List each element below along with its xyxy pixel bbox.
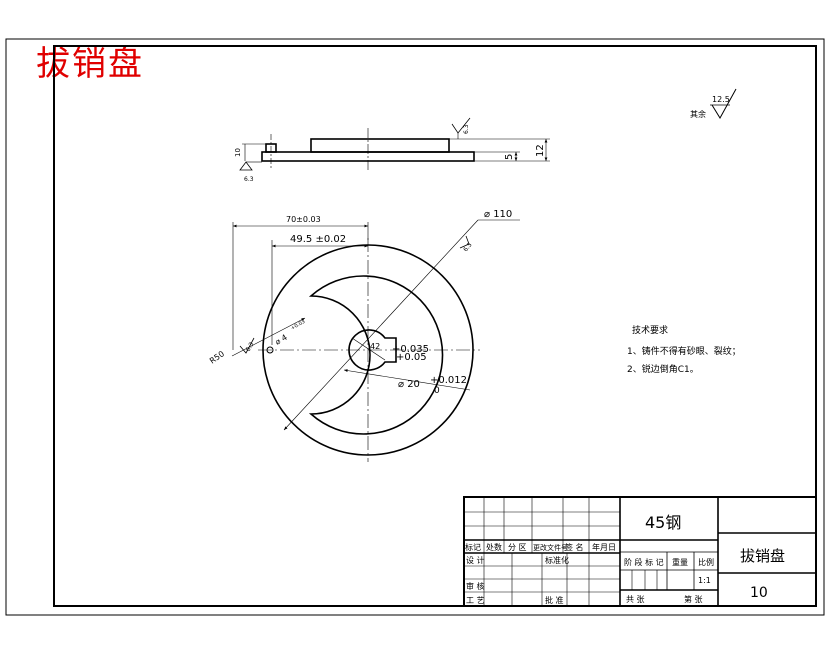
main-view: 70±0.03 49.5 ±0.02 ⌀ 110 R50 ⌀ 4 +0.03 6… (208, 209, 520, 462)
header-std: 标准化 (545, 555, 569, 565)
boss-outline (308, 275, 444, 435)
outer-frame (5, 38, 825, 616)
centre-hole (348, 329, 397, 371)
drawing-number: 10 (750, 585, 768, 601)
rest-finish-value: 12.5 (712, 95, 730, 104)
header-design: 设 计 (466, 555, 485, 565)
dim-49-5: 49.5 ±0.02 (290, 234, 346, 245)
dim-slot-tol: +0.03 (290, 319, 306, 332)
rest-finish-label: 其余 (690, 109, 706, 119)
dim-pin: 10 (234, 148, 242, 157)
dim-d20-tol-lower: 0 (434, 386, 440, 396)
dim-42: 42 (370, 342, 380, 351)
tech-requirements: 技术要求 1、铸件不得有砂眼、裂纹； 2、锐边倒角C1。 (627, 324, 741, 375)
header-date: 年月日 (592, 542, 616, 552)
header-weight: 重量 (672, 557, 688, 567)
pin-hole (266, 346, 274, 354)
rest-finish-group: 其余 12.5 (690, 88, 737, 119)
header-total: 共 张 (626, 595, 645, 604)
part-name: 拔销盘 (740, 547, 785, 565)
finish-top-value: 6.3 (463, 124, 470, 134)
tech-req-item1: 1、铸件不得有砂眼、裂纹； (627, 345, 741, 357)
header-stage: 阶 段 标 记 (624, 557, 664, 567)
dim-plate: 5 (504, 154, 515, 160)
dim-r50: R50 (208, 349, 226, 365)
material: 45钢 (645, 513, 681, 532)
dim-total-height: 12 (535, 144, 546, 157)
dim-d110: ⌀ 110 (484, 209, 512, 220)
finish-edge-value: 6.3 (462, 241, 474, 253)
finish-slot-value: 6.3 (245, 341, 256, 353)
header-zone: 分 区 (508, 543, 527, 552)
dim-hole-tol-upper: +0.035 (392, 344, 429, 355)
dim-70: 70±0.03 (286, 215, 321, 224)
tech-req-heading: 技术要求 (632, 324, 668, 336)
dim-d20: ⌀ 20 (398, 379, 420, 390)
side-view: 5 12 10 6.3 6.3 (234, 117, 550, 183)
header-mark: 标记 (465, 542, 481, 552)
dim-hole-tol-lower: +0.05 (396, 352, 427, 363)
header-approve: 批 准 (545, 595, 564, 605)
header-scale: 比例 (698, 557, 714, 567)
scale-value: 1:1 (698, 576, 711, 585)
header-sign: 签 名 (565, 542, 584, 552)
side-view-boss (310, 138, 450, 153)
header-check: 审 核 (466, 581, 485, 591)
tech-req-item2: 2、锐边倒角C1。 (627, 363, 699, 375)
header-count: 处数 (486, 542, 502, 552)
header-sheet: 第 张 (684, 594, 703, 604)
finish-bottom-value: 6.3 (244, 176, 254, 183)
header-process: 工 艺 (466, 596, 485, 605)
dim-slot: ⌀ 4 (274, 333, 289, 347)
title-block-text: 45钢 拔销盘 10 1:1 标记 处数 分 区 更改文件号 签 名 年月日 设… (465, 513, 785, 605)
header-doc: 更改文件号 (533, 543, 568, 552)
title-block (463, 496, 817, 607)
dim-d20-tol: +0.012 (430, 375, 467, 386)
inner-frame (53, 45, 817, 607)
